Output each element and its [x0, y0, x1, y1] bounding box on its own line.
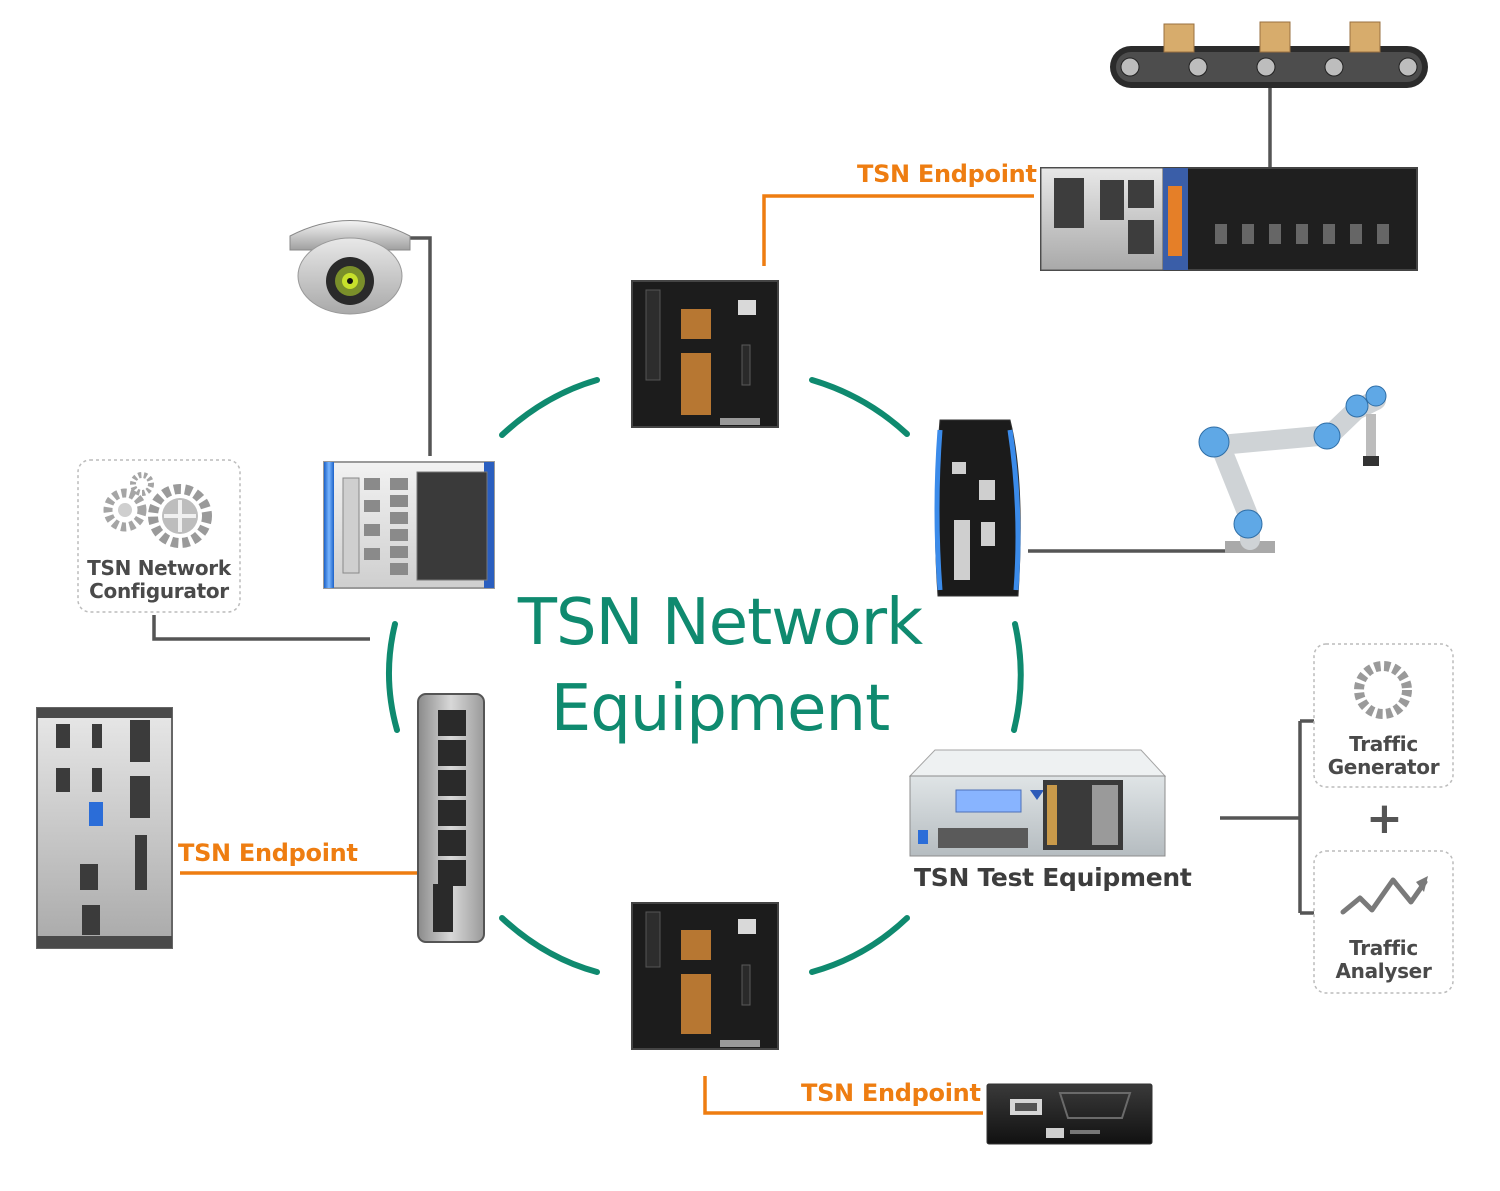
switch-top — [631, 280, 779, 428]
traffic-analyser-label-line2: Analyser — [1335, 959, 1432, 983]
ring-arc-top-left — [499, 377, 600, 438]
traffic-generator-box[interactable] — [1313, 643, 1454, 788]
connector-lines — [152, 85, 1315, 915]
configurator-connector — [152, 615, 370, 641]
endpoint-lines — [180, 194, 1034, 1115]
traffic-generator-label-line2: Generator — [1327, 755, 1440, 779]
endpoint-label-bottom: TSN Endpoint — [801, 1079, 981, 1107]
industrial-pc — [36, 707, 173, 949]
edge-device — [934, 419, 1021, 597]
switch-bottom — [631, 902, 779, 1050]
diagram-title-line2: Equipment — [550, 672, 890, 746]
modular-switch — [323, 461, 495, 589]
traffic-analyser-label-line1: Traffic — [1349, 936, 1418, 960]
security-camera — [289, 220, 411, 315]
din-rail-switch — [417, 693, 485, 943]
gear-icon — [103, 472, 212, 548]
traffic-analyser-box[interactable] — [1313, 850, 1454, 994]
endpoint-label-top: TSN Endpoint — [857, 160, 1037, 188]
traffic-generator-label-line1: Traffic — [1349, 732, 1418, 756]
small-io-device — [986, 1083, 1153, 1145]
test-equipment-connector — [1220, 719, 1315, 915]
endpoint-label-left: TSN Endpoint — [178, 839, 358, 867]
robot-arm — [1198, 385, 1387, 553]
endpoint-line-bottom — [703, 1076, 983, 1115]
gear-icon — [1354, 661, 1412, 719]
configurator-label-line1: TSN Network — [87, 556, 231, 580]
trend-chart-icon — [1340, 876, 1428, 915]
camera-connector — [405, 236, 432, 456]
ring-arc-top-right — [809, 377, 910, 437]
diagram-title-line1: TSN Network — [517, 586, 923, 660]
ring-arc-right — [1011, 621, 1024, 733]
ring-arc-left — [385, 621, 400, 733]
plus-sign: + — [1366, 793, 1403, 844]
ring-arc-bottom-right — [809, 915, 910, 975]
network-ring — [385, 377, 1024, 975]
endpoint-line-top — [762, 194, 1034, 266]
configurator-box[interactable] — [77, 459, 241, 613]
test-equipment-label: TSN Test Equipment — [914, 863, 1192, 892]
test-equipment-device — [908, 749, 1167, 857]
plc-controller — [1040, 167, 1418, 271]
configurator-label-line2: Configurator — [89, 579, 229, 603]
conveyor-belt — [1110, 21, 1428, 88]
ring-arc-bottom-left — [499, 915, 600, 975]
